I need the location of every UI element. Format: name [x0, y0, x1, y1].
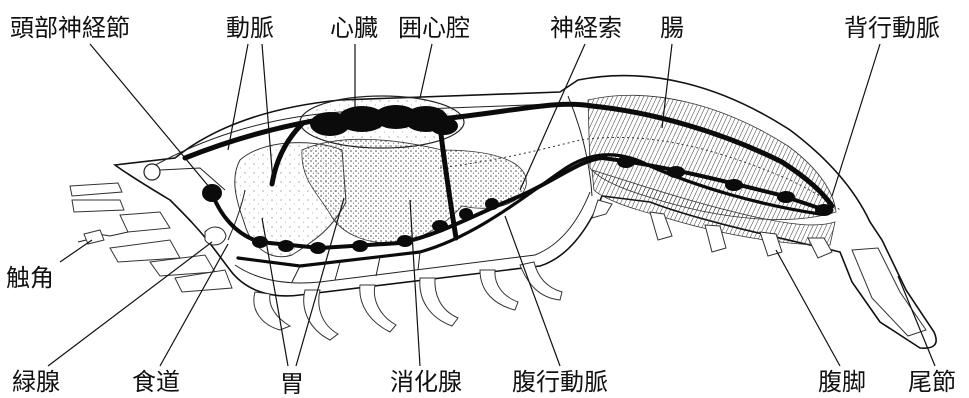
label-nerve-cord: 神経索	[550, 14, 622, 42]
ganglion	[432, 220, 448, 232]
leader-dorsal-artery	[832, 44, 880, 196]
label-artery: 動脈	[226, 14, 274, 42]
label-dorsal-artery: 背行動脈	[844, 14, 940, 42]
mouthpart-1	[110, 240, 180, 262]
ganglion	[310, 242, 326, 254]
leg-4	[420, 278, 458, 326]
tail-fan	[852, 248, 926, 336]
label-ventral-artery: 腹行動脈	[512, 368, 608, 396]
leader-swimmeret	[776, 250, 840, 366]
label-pericardial-cavity: 囲心腔	[398, 14, 470, 42]
label-esophagus: 食道	[132, 368, 180, 396]
ganglion	[617, 156, 635, 168]
leader-artery-1	[228, 44, 248, 150]
label-head-ganglion: 頭部神経節	[10, 14, 130, 42]
label-green-gland: 緑腺	[12, 368, 60, 396]
ganglion	[397, 235, 413, 247]
ganglion	[459, 208, 473, 220]
ganglion	[667, 166, 685, 178]
eye	[144, 164, 160, 180]
antenna-base	[120, 212, 170, 232]
label-telson: 尾節	[908, 368, 956, 396]
swimmeret-1	[592, 200, 612, 218]
leg-5	[480, 270, 518, 310]
ganglion	[725, 179, 743, 191]
leader-pericardial-cavity	[420, 44, 432, 98]
ganglion	[485, 198, 499, 210]
leg-6	[520, 262, 562, 300]
label-stomach: 胃	[280, 370, 304, 398]
label-swimmeret: 腹脚	[818, 368, 866, 396]
ganglion	[815, 204, 833, 216]
ganglion	[352, 240, 368, 252]
antennule-upper	[70, 183, 122, 196]
head-ganglion	[202, 184, 222, 202]
ganglion	[278, 240, 294, 252]
antennule-lower	[72, 200, 124, 212]
ganglion	[777, 191, 795, 203]
label-antenna: 触角	[6, 264, 54, 292]
label-heart: 心臓	[330, 14, 378, 42]
green-gland	[205, 227, 226, 245]
leg-2	[304, 290, 338, 340]
leg-3	[360, 285, 396, 332]
walking-legs	[254, 262, 562, 340]
label-intestine: 腸	[660, 14, 684, 42]
label-digestive-gland: 消化腺	[390, 368, 462, 396]
leg-1	[254, 292, 290, 330]
leader-antenna	[60, 240, 92, 262]
antenna-segment	[84, 230, 104, 244]
